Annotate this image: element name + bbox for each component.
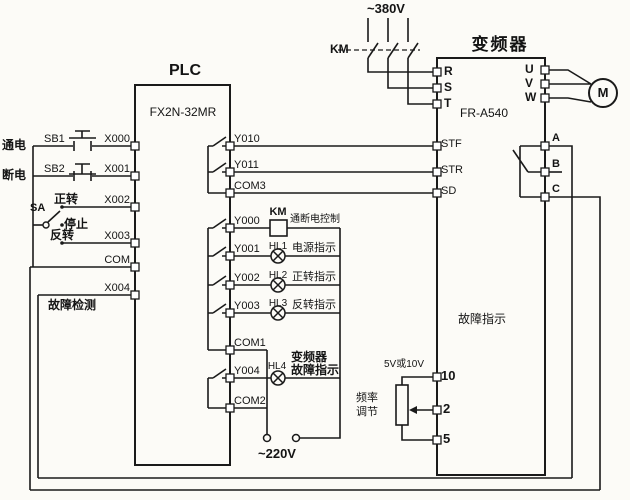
potentiometer-icon	[395, 384, 409, 426]
stop-label: 停止	[64, 217, 89, 231]
pushbutton-sb2-icon	[69, 163, 96, 181]
freq-adjust-line2: 调节	[356, 406, 378, 418]
terminal-u: U	[525, 62, 534, 76]
hl2-label: HL2	[268, 270, 288, 281]
plc-input-x002: X002	[104, 194, 130, 206]
hl3-desc: 反转指示	[292, 299, 336, 311]
plc-output-y004: Y004	[234, 365, 260, 377]
plc-model: FX2N-32MR	[149, 105, 217, 119]
plc-output-y003: Y003	[234, 300, 260, 312]
plc-input-com: COM	[104, 254, 130, 266]
terminal-r: R	[444, 64, 453, 78]
terminal-10: 10	[441, 368, 456, 383]
plc-output-y011: Y011	[234, 159, 259, 171]
hl4-label: HL4	[267, 361, 287, 372]
lamp-hl2-icon	[270, 277, 286, 293]
plc-output-y001: Y001	[234, 243, 260, 255]
inverter-title: 变频器	[471, 35, 529, 54]
terminal-5: 5	[443, 431, 451, 446]
potentiometer-wiper-arrow-icon	[409, 406, 417, 414]
terminal-2: 2	[443, 401, 451, 416]
motor-label: M	[597, 85, 609, 100]
terminal-squares	[130, 65, 550, 445]
sb2-label: SB2	[44, 163, 65, 175]
hl3-label: HL3	[268, 298, 288, 309]
motor-icon	[588, 78, 618, 108]
inverter-fault-label: 故障指示	[458, 312, 507, 326]
fault-detect-label: 故障检测	[48, 298, 97, 312]
supply-220v-label: ~220V	[258, 446, 296, 461]
power-on-label: 通电	[2, 138, 27, 152]
lamp-hl1-icon	[270, 248, 286, 264]
plc-input-x001: X001	[104, 163, 130, 175]
plc-box	[134, 84, 231, 466]
km-coil-icon	[269, 219, 288, 237]
km-coil-desc: 通断电控制	[290, 214, 340, 225]
power-off-label: 断电	[2, 168, 27, 182]
reverse-label: 反转	[50, 228, 75, 242]
terminal-str: STR	[441, 164, 463, 176]
sa-label: SA	[30, 202, 46, 214]
terminal-stf: STF	[441, 138, 462, 150]
plc-input-x003: X003	[104, 230, 130, 242]
plc-title: PLC	[169, 62, 201, 79]
terminal-t: T	[444, 96, 452, 110]
terminal-b: B	[552, 158, 560, 170]
lamp-hl4-icon	[270, 370, 286, 386]
plc-output-y010: Y010	[234, 133, 260, 145]
plc-output-com3: COM3	[234, 180, 266, 192]
lamp-hl3-icon	[270, 305, 286, 321]
analog-voltage-label: 5V或10V	[383, 359, 425, 370]
inverter-model: FR-A540	[459, 106, 509, 120]
supply-380v-label: ~380V	[367, 1, 405, 16]
selector-sa-pivot-icon	[42, 221, 50, 229]
input-wires	[30, 145, 131, 296]
km-coil-label: KM	[269, 206, 287, 218]
plc-output-com1: COM1	[234, 337, 266, 349]
plc-output-y000: Y000	[234, 215, 260, 227]
fault-output-wires	[549, 145, 601, 490]
bottom-return-wires	[29, 267, 600, 491]
power-wires	[367, 18, 433, 105]
km-contactor-label: KM	[330, 42, 349, 56]
fault-relay-contact-icon	[512, 145, 541, 198]
output-wires	[234, 145, 433, 439]
hl1-label: HL1	[268, 241, 288, 252]
motor-wires	[549, 69, 592, 103]
forward-label: 正转	[54, 192, 79, 206]
terminal-w: W	[525, 90, 537, 104]
plc-input-x004: X004	[104, 282, 130, 294]
plc-output-y002: Y002	[234, 272, 260, 284]
freq-adjust-line1: 频率	[356, 392, 378, 404]
analog-wires	[401, 376, 433, 441]
terminal-v: V	[525, 76, 534, 90]
sb1-label: SB1	[44, 133, 65, 145]
ac220-terminal-2-icon	[291, 433, 301, 443]
hl1-desc: 电源指示	[292, 242, 336, 254]
plc-internal-contacts	[207, 136, 227, 409]
terminal-sd: SD	[441, 185, 457, 197]
terminal-a: A	[552, 132, 560, 144]
plc-input-x000: X000	[104, 133, 130, 145]
pushbutton-sb1-icon	[69, 130, 96, 151]
plc-output-com2: COM2	[234, 395, 266, 407]
terminal-s: S	[444, 80, 453, 94]
hl4-desc-line1: 变频器	[291, 350, 328, 364]
selector-sa-contacts-icon	[60, 205, 64, 245]
hl4-desc-line2: 故障指示	[291, 363, 340, 377]
inverter-box	[436, 57, 546, 476]
terminal-c: C	[552, 183, 560, 195]
ac220-terminal-1-icon	[262, 433, 272, 443]
hl2-desc: 正转指示	[292, 271, 336, 283]
